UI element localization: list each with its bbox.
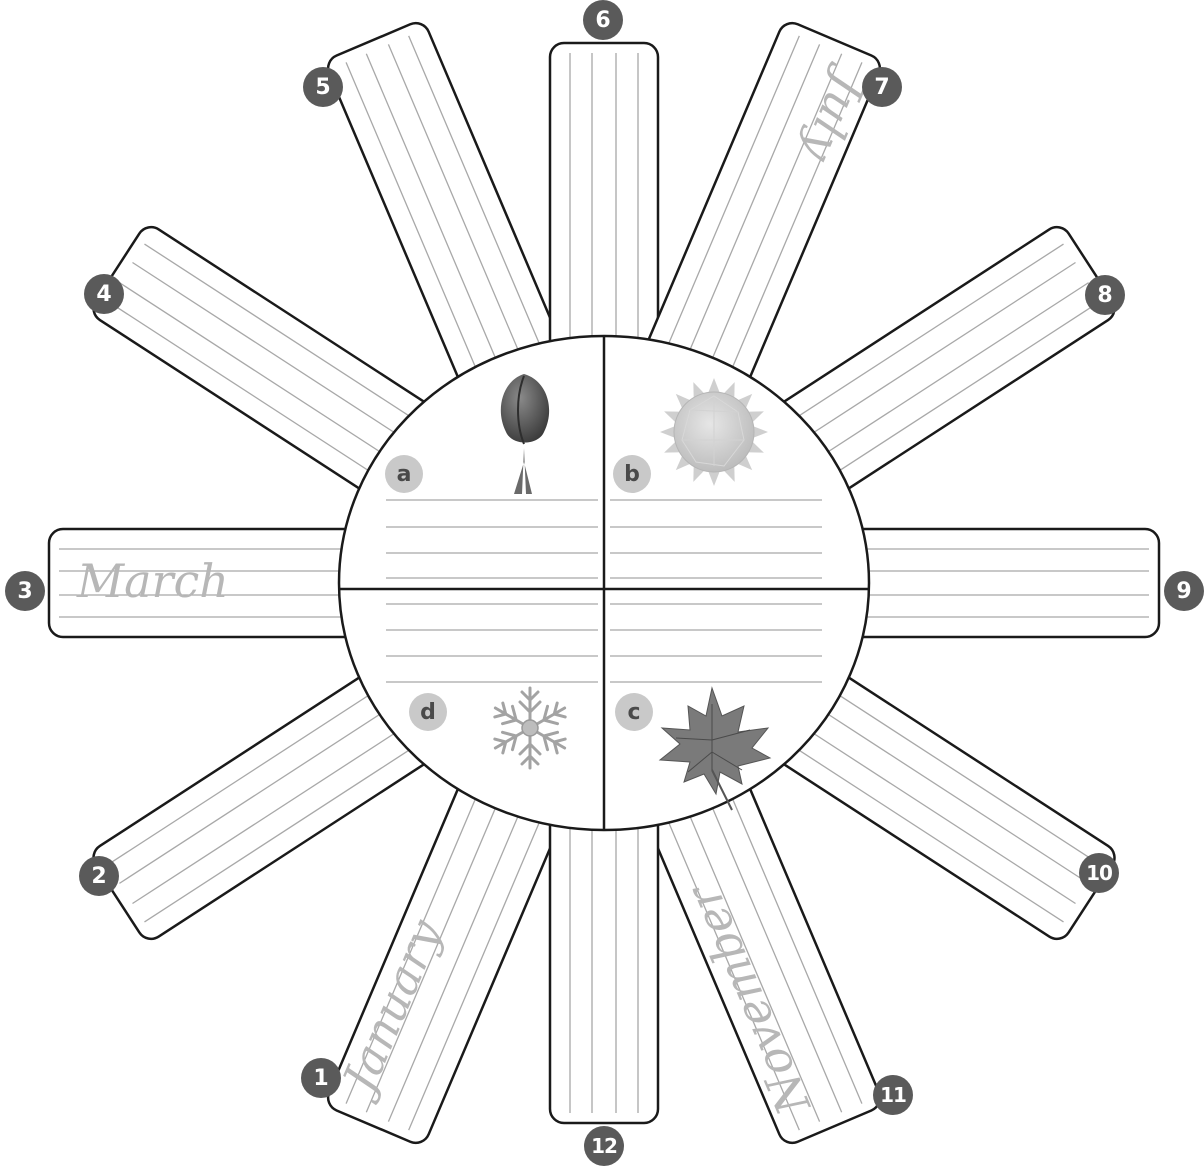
month-number-8: 8 <box>1085 275 1125 315</box>
month-number-7: 7 <box>862 67 902 107</box>
month-number-11: 11 <box>873 1075 913 1115</box>
month-number-1: 1 <box>301 1058 341 1098</box>
month-number-12: 12 <box>584 1126 624 1166</box>
month-number-5: 5 <box>303 67 343 107</box>
month-number-4: 4 <box>84 274 124 314</box>
month-number-10: 10 <box>1079 853 1119 893</box>
month-number-2: 2 <box>79 856 119 896</box>
month-number-6: 6 <box>583 0 623 40</box>
quadrant-badge-a: a <box>385 455 423 493</box>
month-word-3: March <box>76 554 229 608</box>
season-circle <box>339 336 869 830</box>
month-number-3: 3 <box>5 571 45 611</box>
quadrant-badge-c: c <box>615 693 653 731</box>
sun-icon <box>660 378 768 486</box>
quadrant-badge-b: b <box>613 455 651 493</box>
quadrant-badge-d: d <box>409 693 447 731</box>
month-number-9: 9 <box>1164 571 1204 611</box>
